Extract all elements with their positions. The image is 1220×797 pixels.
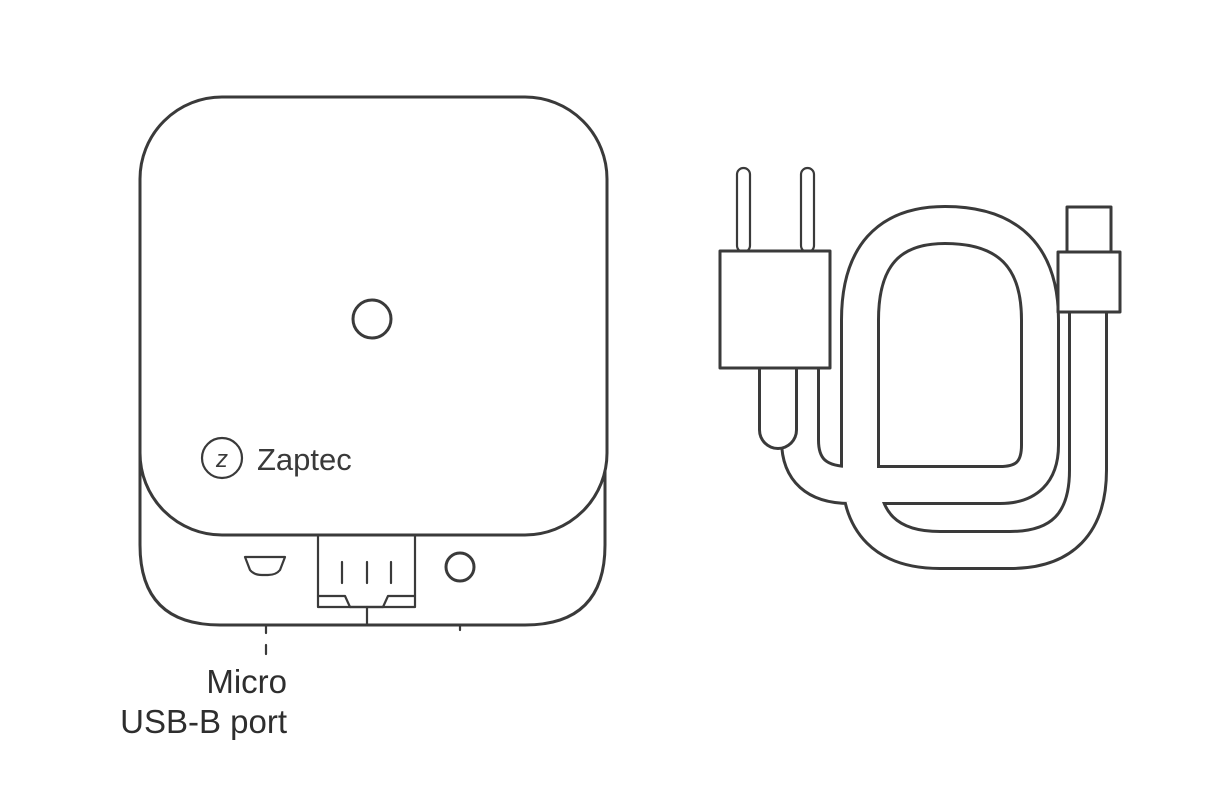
- power-cable: [718, 166, 1122, 570]
- micro-usb-port-icon: [243, 555, 287, 577]
- zaptec-device: z Zaptec: [138, 95, 609, 656]
- zaptec-logo-circle-icon: [200, 436, 244, 480]
- reset-button-icon: [444, 551, 476, 583]
- device-body-outline: [138, 363, 607, 627]
- led-indicator-icon: [351, 298, 393, 340]
- power-plug-icon: [718, 166, 832, 370]
- device-top-cover: [138, 95, 609, 537]
- callout-line-1: Micro: [206, 663, 287, 700]
- callout-line-2: USB-B port: [120, 703, 287, 740]
- usb-port-callout: Micro USB-B port: [105, 662, 287, 742]
- zaptec-brand-name: Zaptec: [257, 442, 352, 477]
- terminal-connector: [316, 533, 417, 627]
- zaptec-logo-letter: z: [215, 446, 228, 473]
- zaptec-logo: z Zaptec: [200, 436, 352, 480]
- usb-connector-icon: [1056, 205, 1122, 314]
